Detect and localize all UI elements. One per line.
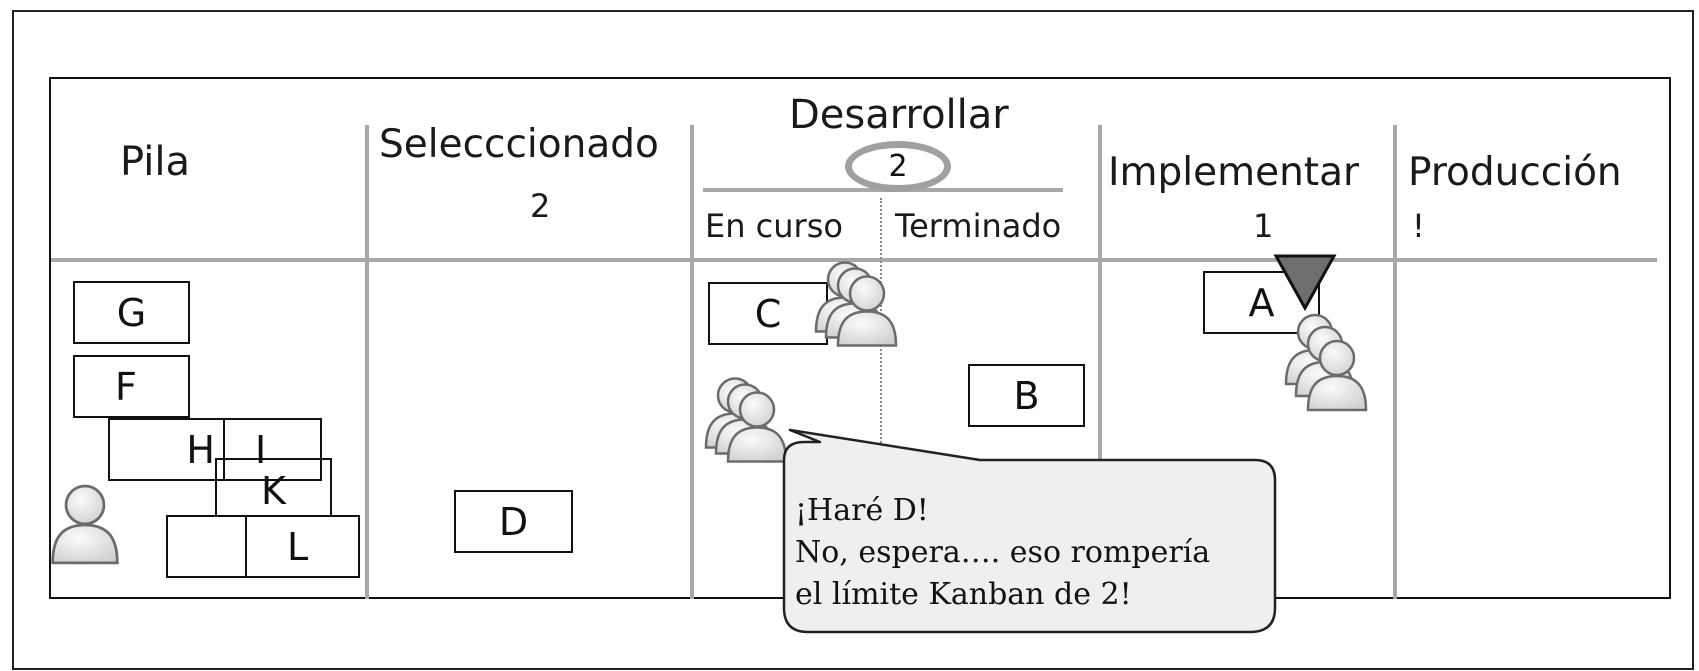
team-icon-desarrollar-top <box>814 261 898 347</box>
speech-bubble <box>782 428 1277 634</box>
person-icon-pila <box>51 484 119 565</box>
wip-limit-circle: 2 <box>845 141 951 192</box>
column-title-implementar: Implementar <box>1108 150 1360 195</box>
subcolumn-title-terminado: Terminado <box>895 207 1062 245</box>
card-l[interactable]: L <box>245 515 360 578</box>
divider-desarrollar-implementar <box>1098 125 1102 599</box>
column-title-produccion: Producción <box>1408 150 1622 195</box>
column-limit-implementar: 1 <box>1253 207 1274 245</box>
column-title-seleccionado: Selecccionado <box>379 122 659 167</box>
card-k[interactable]: K <box>215 458 332 521</box>
card-d[interactable]: D <box>454 490 573 553</box>
card-i[interactable]: I <box>223 418 322 481</box>
speech-line-2: No, espera…. eso rompería <box>795 535 1211 570</box>
divider-seleccionado-desarrollar <box>690 125 694 599</box>
header-separator <box>51 258 1657 262</box>
column-title-desarrollar: Desarrollar <box>789 92 1009 138</box>
speech-line-3: el límite Kanban de 2! <box>795 577 1132 612</box>
card-b[interactable]: B <box>968 364 1085 427</box>
subcolumn-title-en-curso: En curso <box>705 207 843 245</box>
speech-bubble-text: ¡Haré D! No, espera…. eso rompería el lí… <box>795 490 1210 616</box>
card-h[interactable]: H <box>108 418 225 481</box>
column-title-pila: Pila <box>120 139 190 185</box>
wip-warning-marker-icon <box>1273 254 1337 312</box>
team-icon-implementar <box>1284 313 1368 412</box>
column-limit-seleccionado: 2 <box>530 187 551 225</box>
column-limit-produccion: ! <box>1412 207 1425 245</box>
divider-pila-seleccionado <box>365 125 369 599</box>
card-g[interactable]: G <box>73 281 190 344</box>
divider-implementar-produccion <box>1393 125 1397 599</box>
column-limit-desarrollar: 2 <box>888 149 908 184</box>
card-c[interactable]: C <box>708 282 828 345</box>
card-f[interactable]: F <box>73 355 190 418</box>
speech-line-1: ¡Haré D! <box>795 493 929 528</box>
